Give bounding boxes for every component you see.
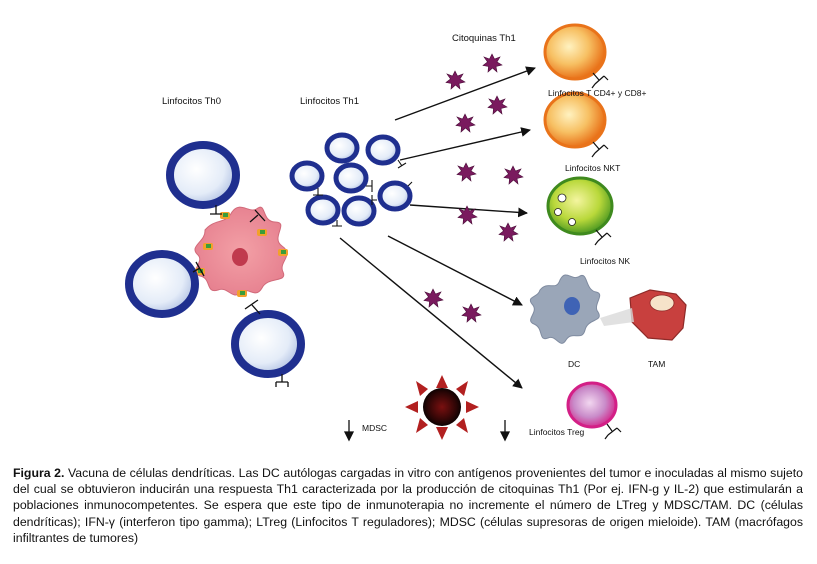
decrease-arrows [343, 420, 511, 442]
dendritic-cell-vaccine-diagram [125, 23, 687, 442]
treg-lymphocyte [566, 381, 622, 440]
label-mdsc: MDSC [362, 423, 388, 433]
tam-macrophage [600, 289, 687, 341]
label-th0: Linfocitos Th0 [162, 96, 221, 107]
label-th1: Linfocitos Th1 [300, 96, 359, 107]
nk-lymphocyte [546, 176, 614, 246]
mdsc-cell [405, 375, 479, 440]
cd4-cd8-lymphocyte [543, 23, 609, 89]
label-nk: Linfocitos NK [580, 256, 631, 266]
th0-cell-left [125, 250, 205, 318]
figure-caption: Figura 2. Vacuna de células dendríticas.… [13, 465, 803, 546]
arrow-to-cd4cd8 [394, 66, 536, 121]
dendritic-cell-grey [529, 274, 601, 344]
arrow-to-nkt [399, 127, 531, 161]
th0-cell-top [166, 141, 240, 215]
arrow-to-treg [339, 237, 523, 389]
label-tam: TAM [648, 359, 666, 369]
label-cd4-cd8: Linfocitos T CD4+ y CD8+ [548, 88, 647, 98]
dendritic-cell [194, 206, 288, 297]
label-cytokines: Citoquinas Th1 [452, 33, 516, 44]
th0-lymphocytes [125, 141, 305, 387]
label-treg: Linfocitos Treg [529, 427, 585, 437]
arrow-to-dc-tam [387, 235, 523, 306]
th1-lymphocytes [289, 132, 413, 227]
th0-cell-right-link [249, 209, 266, 223]
label-nkt: Linfocitos NKT [565, 163, 621, 173]
nkt-lymphocyte [543, 91, 609, 158]
th0-cell-bottom [231, 299, 305, 387]
th1-cytokines [423, 53, 524, 323]
label-dc: DC [568, 359, 581, 369]
caption-text: Vacuna de células dendríticas. Las DC au… [13, 466, 803, 545]
caption-label: Figura 2. [13, 466, 65, 480]
